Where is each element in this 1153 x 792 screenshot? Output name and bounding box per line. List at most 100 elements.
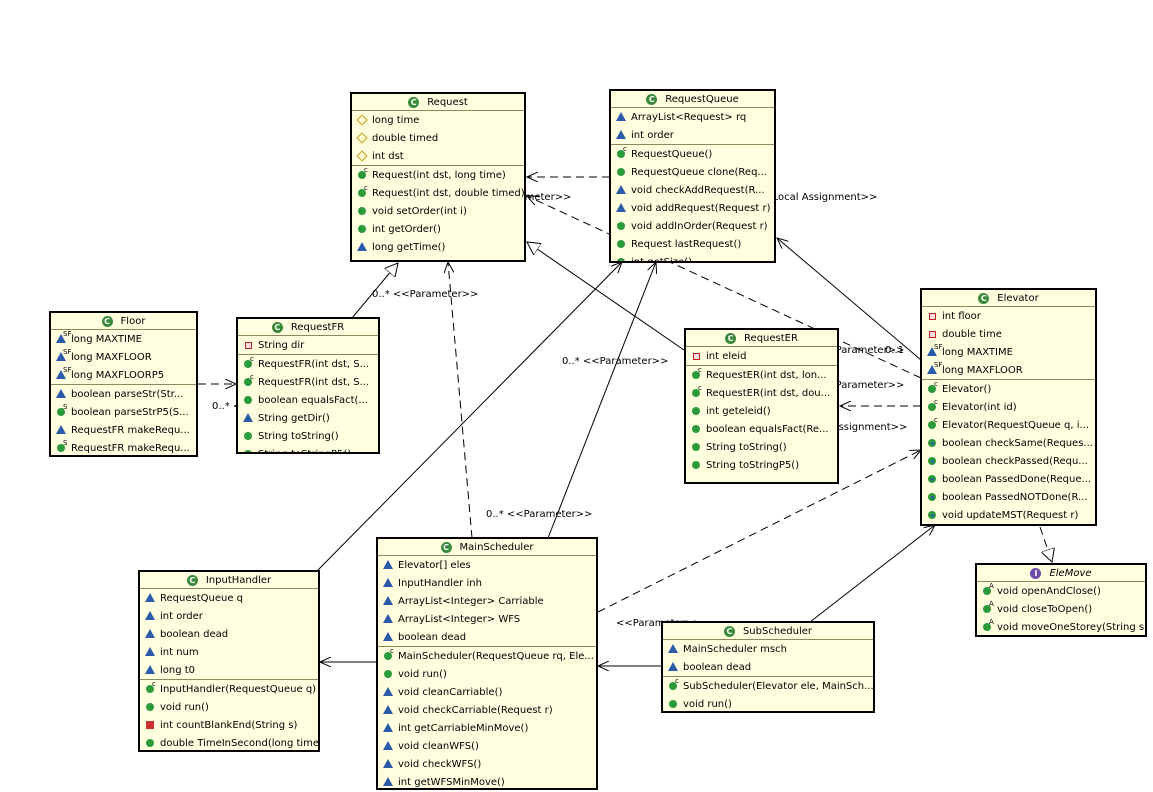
method-row[interactable]: String toString(): [238, 427, 378, 445]
method-row[interactable]: int getWFSMinMove(): [378, 773, 596, 788]
method-row[interactable]: void cleanWFS(): [378, 737, 596, 755]
method-row[interactable]: void addRequest(Request r): [611, 199, 774, 217]
method-row[interactable]: boolean equalsFact(Re...: [686, 420, 837, 438]
method-row[interactable]: boolean checkPassed(Requ...: [922, 452, 1095, 470]
field-row[interactable]: int order: [140, 607, 318, 625]
method-row[interactable]: void checkWFS(): [378, 755, 596, 773]
method-row[interactable]: void run(): [378, 665, 596, 683]
method-row[interactable]: String toStringP5(): [686, 456, 837, 474]
method-row[interactable]: String toStringP5(): [238, 445, 378, 452]
method-row[interactable]: void setOrder(int i): [352, 202, 524, 220]
field-row[interactable]: int dst: [352, 147, 524, 165]
field-row[interactable]: String dir: [238, 336, 378, 354]
method-row[interactable]: int getOrder(): [352, 220, 524, 238]
method-signature: boolean equalsFact(...: [258, 394, 368, 406]
field-row[interactable]: InputHandler inh: [378, 574, 596, 592]
method-row[interactable]: void updateMST(Request r): [922, 506, 1095, 524]
method-row[interactable]: boolean equalsFact(...: [238, 391, 378, 409]
field-row[interactable]: double time: [922, 325, 1095, 343]
field-row[interactable]: Elevator[] eles: [378, 556, 596, 574]
method-row[interactable]: void addInOrder(Request r): [611, 217, 774, 235]
field-row[interactable]: int floor: [922, 307, 1095, 325]
method-row[interactable]: void cleanCarriable(): [378, 683, 596, 701]
field-signature: int eleid: [706, 350, 747, 362]
field-row[interactable]: RequestQueue q: [140, 589, 318, 607]
field-row[interactable]: int eleid: [686, 347, 837, 365]
field-row[interactable]: boolean dead: [663, 658, 873, 676]
class-name: Request: [427, 96, 468, 108]
method-row[interactable]: void run(): [663, 695, 873, 711]
field-row[interactable]: boolean dead: [140, 625, 318, 643]
method-row[interactable]: Request lastRequest(): [611, 235, 774, 253]
method-row[interactable]: boolean parseStr(Str...: [51, 385, 196, 403]
method-row[interactable]: boolean PassedNOTDone(R...: [922, 488, 1095, 506]
field-row[interactable]: int order: [611, 126, 774, 144]
field-row[interactable]: ArrayList<Integer> Carriable: [378, 592, 596, 610]
method-signature: Request(int dst, long time): [372, 169, 506, 181]
field-row[interactable]: ArrayList<Integer> WFS: [378, 610, 596, 628]
method-row[interactable]: long getTime(): [352, 238, 524, 256]
field-row[interactable]: long time: [352, 111, 524, 129]
method-row[interactable]: double TimeInSecond(long time): [140, 734, 318, 750]
method-row[interactable]: void checkCarriable(Request r): [378, 701, 596, 719]
method-row[interactable]: void run(): [140, 698, 318, 716]
method-row[interactable]: RequestQueue clone(Req...: [611, 163, 774, 181]
method-row[interactable]: boolean PassedDone(Reque...: [922, 470, 1095, 488]
method-row[interactable]: String toString(): [686, 438, 837, 456]
method-row[interactable]: boolean checkSame(Reques...: [922, 434, 1095, 452]
field-row[interactable]: int num: [140, 643, 318, 661]
modifier-badge: c: [390, 647, 394, 655]
method-row[interactable]: int getCarriableMinMove(): [378, 719, 596, 737]
field-row[interactable]: long t0: [140, 661, 318, 679]
field-row[interactable]: ArrayList<Request> rq: [611, 108, 774, 126]
method-row[interactable]: void checkAddRequest(R...: [611, 181, 774, 199]
method-row[interactable]: double getTimed(): [352, 256, 524, 261]
field-row[interactable]: boolean dead: [378, 628, 596, 646]
modifier-badge: A: [989, 600, 994, 608]
field-signature: String dir: [258, 339, 305, 351]
method-row[interactable]: int countBlankEnd(String s): [140, 716, 318, 734]
method-row[interactable]: String getDir(): [238, 409, 378, 427]
package-visibility-icon: [667, 643, 679, 655]
method-row[interactable]: RequestFR makeRequ...: [51, 421, 196, 439]
field-row[interactable]: double timed: [352, 129, 524, 147]
method-signature: int getSize(): [631, 256, 692, 263]
field-row[interactable]: MainScheduler msch: [663, 640, 873, 658]
method-row[interactable]: int geteleid(): [686, 402, 837, 420]
method-row[interactable]: int getSize(): [611, 253, 774, 263]
